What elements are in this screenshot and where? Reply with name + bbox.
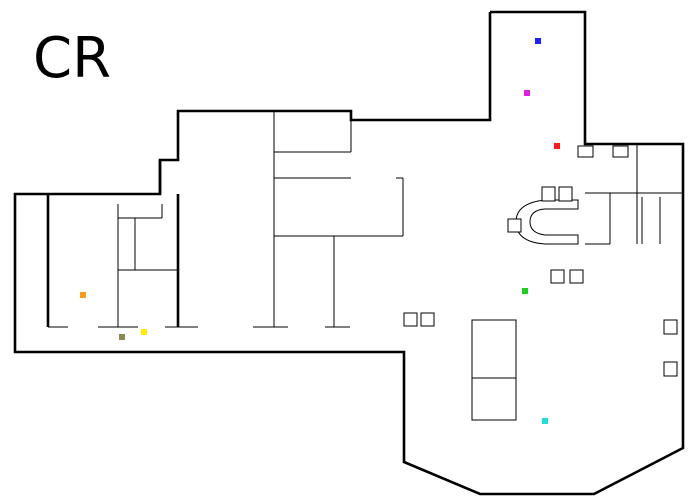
marker-orange — [80, 292, 86, 298]
left-partitions — [48, 204, 350, 328]
chairs — [403, 145, 678, 377]
marker-olive — [119, 334, 125, 340]
table — [471, 319, 517, 421]
map-title: CR — [33, 26, 112, 91]
markers-group — [80, 38, 560, 424]
outer-wall — [13, 10, 685, 496]
marker-magenta — [524, 90, 530, 96]
marker-yellow — [141, 329, 147, 335]
marker-green — [522, 288, 528, 294]
reception-desk — [515, 199, 579, 245]
marker-blue — [535, 38, 541, 44]
marker-cyan — [542, 418, 548, 424]
marker-red — [554, 143, 560, 149]
central-partitions — [273, 111, 404, 327]
right-partitions — [585, 144, 683, 245]
